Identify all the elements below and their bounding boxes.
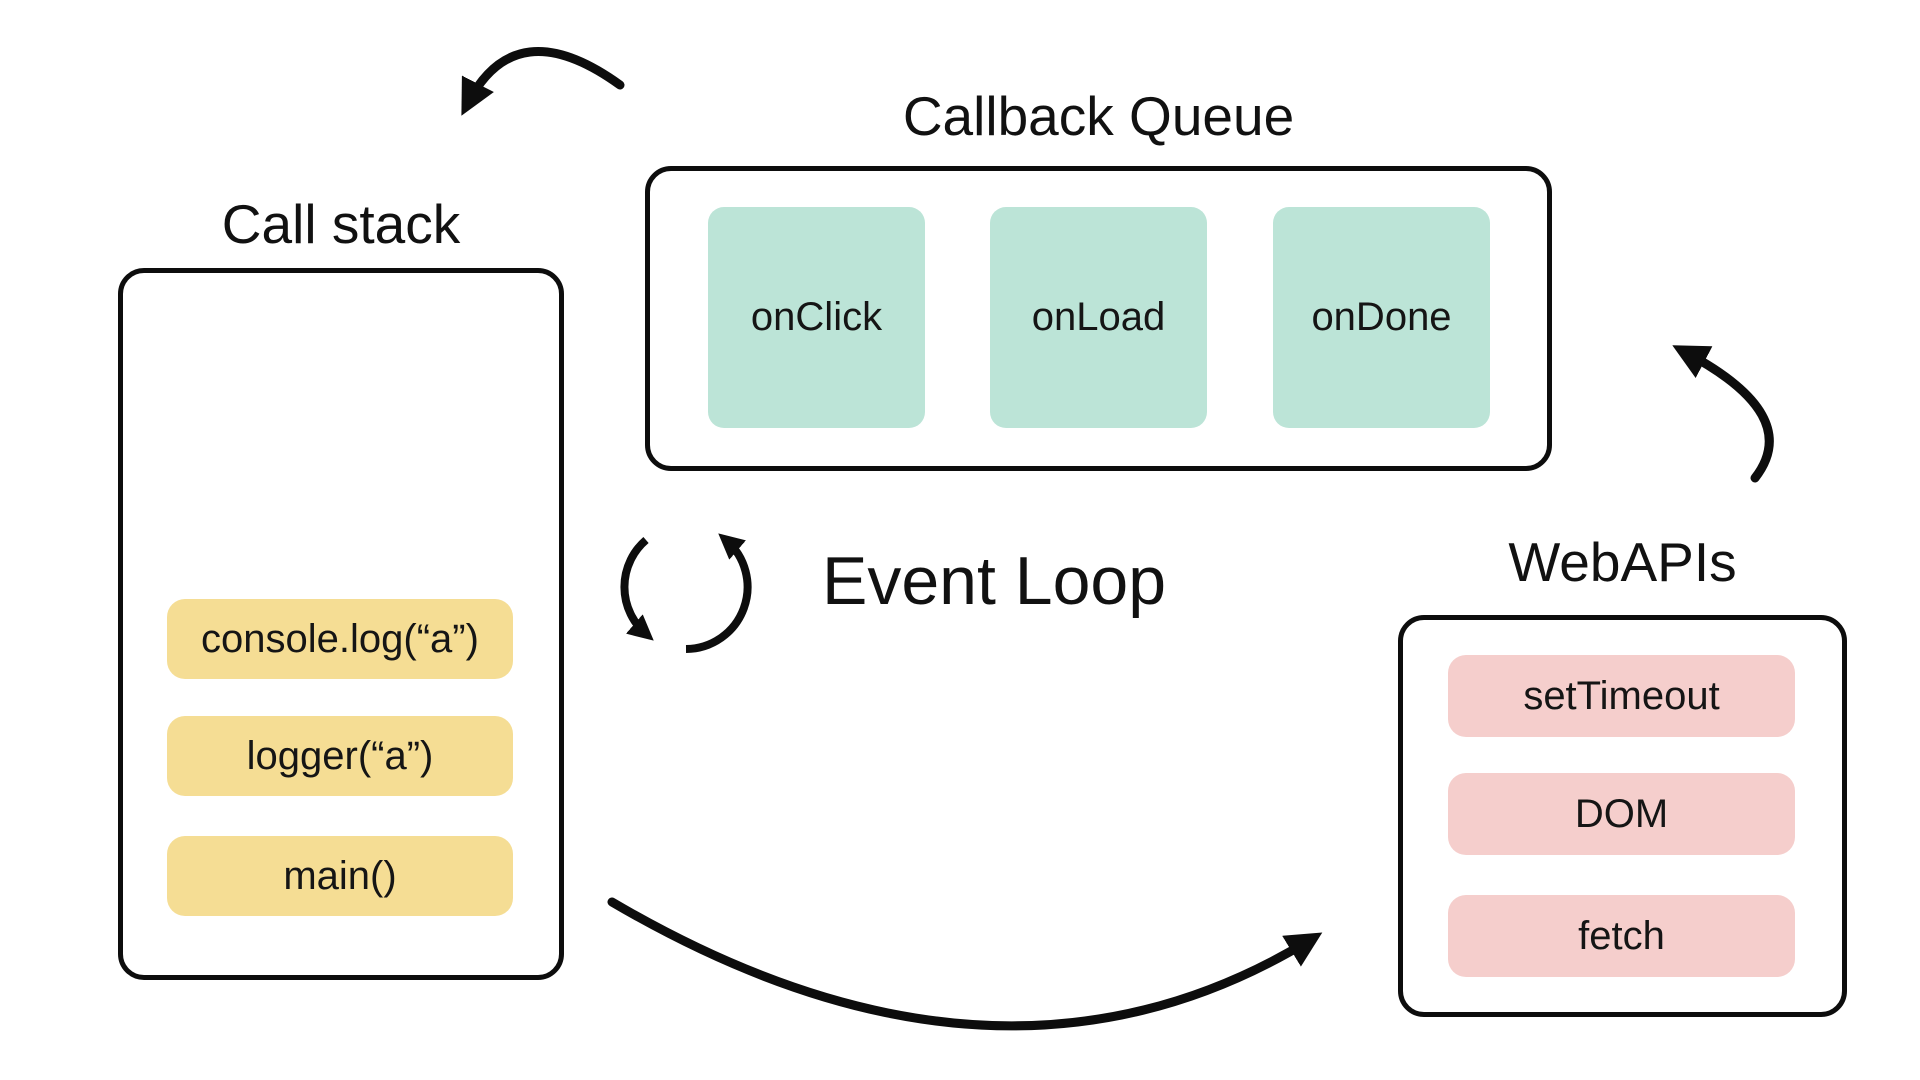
cycle-arrows-icon <box>620 533 752 653</box>
arrow-stack-to-webapis-icon <box>607 897 1323 1031</box>
call-stack-frame-console-log: console.log(“a”) <box>167 599 513 679</box>
webapi-settimeout: setTimeout <box>1448 655 1795 737</box>
arrow-webapis-to-queue-icon <box>1672 345 1774 483</box>
callback-onload: onLoad <box>990 207 1207 428</box>
callback-queue-title: Callback Queue <box>902 85 1295 147</box>
callback-ondone: onDone <box>1273 207 1490 428</box>
call-stack-frame-logger: logger(“a”) <box>167 716 513 796</box>
webapis-title: WebAPIs <box>1508 531 1737 593</box>
webapi-fetch: fetch <box>1448 895 1795 977</box>
arrow-queue-to-stack-icon <box>461 47 625 116</box>
webapi-dom: DOM <box>1448 773 1795 855</box>
call-stack-title: Call stack <box>221 193 461 255</box>
callback-onclick: onClick <box>708 207 925 428</box>
call-stack-frame-main: main() <box>167 836 513 916</box>
event-loop-label: Event Loop <box>822 543 1167 619</box>
